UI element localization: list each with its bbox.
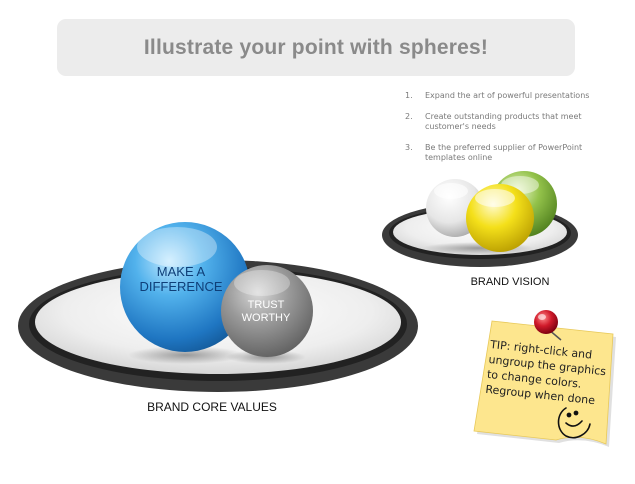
sphere-shadow (226, 350, 306, 364)
yellow-sphere (466, 184, 534, 252)
brand-core-values-label: BRAND CORE VALUES (147, 400, 277, 414)
trustworthy-text: TRUST WORTHY (226, 299, 306, 325)
big-sphere-line1: MAKE A (156, 264, 206, 279)
list-number: 2. (405, 112, 413, 121)
brand-vision-label: BRAND VISION (470, 276, 550, 288)
title-banner: Illustrate your point with spheres! (57, 19, 575, 76)
slide-title: Illustrate your point with spheres! (143, 35, 489, 59)
make-a-difference-text: MAKE A DIFFERENCE (126, 264, 236, 294)
list-number: 3. (405, 143, 413, 152)
push-pin-icon (534, 310, 562, 341)
big-sphere-line2: DIFFERENCE (139, 279, 223, 294)
list-text: Expand the art of powerful presentations (425, 91, 590, 100)
list-number: 1. (405, 91, 413, 100)
list-text: Be the preferred supplier of PowerPoint … (425, 143, 583, 162)
sphere-shadow (128, 346, 244, 364)
list-item: 3. Be the preferred supplier of PowerPoi… (405, 143, 605, 163)
tip-text: TIP: right-click and ungroup the graphic… (484, 337, 607, 408)
sticky-note (473, 320, 616, 447)
list-item: 2. Create outstanding products that meet… (405, 112, 605, 132)
make-a-difference-sphere (120, 222, 250, 352)
small-sphere-line1: TRUST (247, 299, 285, 311)
vision-list: 1. Expand the art of powerful presentati… (405, 91, 605, 174)
small-sphere-line2: WORTHY (241, 312, 291, 324)
trustworthy-sphere (221, 265, 313, 357)
list-text: Create outstanding products that meet cu… (425, 112, 582, 131)
list-item: 1. Expand the art of powerful presentati… (405, 91, 605, 101)
smiley-face-icon (557, 407, 591, 439)
